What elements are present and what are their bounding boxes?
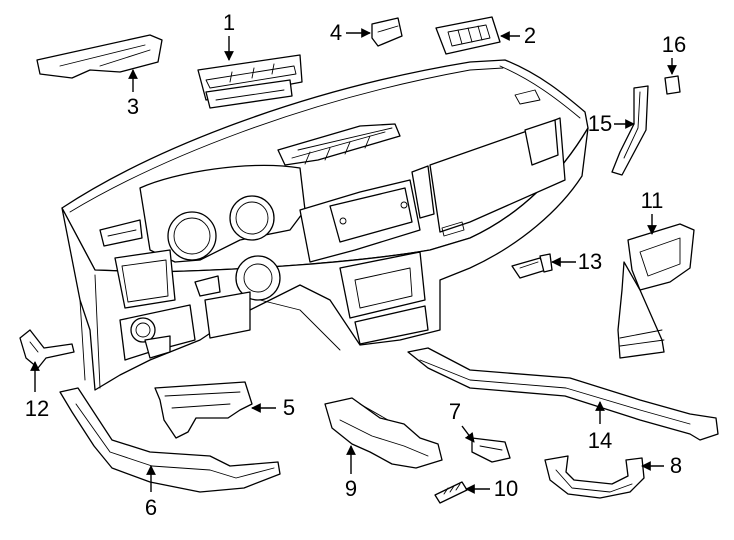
callout-2: 2 xyxy=(524,23,536,48)
part-6-floor-duct xyxy=(59,387,281,493)
part-12-bracket xyxy=(19,329,75,369)
part-7-vent xyxy=(471,437,511,463)
callout-14: 14 xyxy=(588,428,612,453)
callout-1: 1 xyxy=(223,10,235,35)
part-15-duct xyxy=(611,85,649,176)
part-11-side-outlet xyxy=(617,223,695,359)
part-8-curved-duct xyxy=(544,455,645,499)
callout-5: 5 xyxy=(283,395,295,420)
callout-3: 3 xyxy=(127,94,139,119)
part-2-air-outlet xyxy=(435,16,501,55)
part-4-clip xyxy=(371,17,403,47)
callout-8: 8 xyxy=(670,453,682,478)
callout-7: 7 xyxy=(449,399,461,424)
part-16-tab xyxy=(664,75,681,95)
callout-12: 12 xyxy=(25,396,49,421)
part-10-grille xyxy=(434,481,468,504)
part-3-air-duct xyxy=(36,34,163,79)
callout-10: 10 xyxy=(494,476,518,501)
callout-9: 9 xyxy=(345,476,357,501)
part-9-center-duct xyxy=(324,397,443,469)
leader-lines xyxy=(30,28,677,494)
callout-4: 4 xyxy=(330,20,342,45)
callout-labels: 1 2 3 4 5 6 7 8 9 10 11 12 13 14 15 16 xyxy=(25,10,686,520)
part-1-center-air-outlet xyxy=(197,54,303,109)
part-13-bolt xyxy=(511,253,553,279)
callout-11: 11 xyxy=(641,188,664,213)
instrument-panel xyxy=(61,59,589,391)
part-5-duct xyxy=(154,381,253,439)
callout-15: 15 xyxy=(588,111,612,136)
callout-13: 13 xyxy=(578,249,602,274)
part-14-long-duct xyxy=(407,347,719,441)
callout-16: 16 xyxy=(662,32,686,57)
callout-6: 6 xyxy=(145,495,157,520)
